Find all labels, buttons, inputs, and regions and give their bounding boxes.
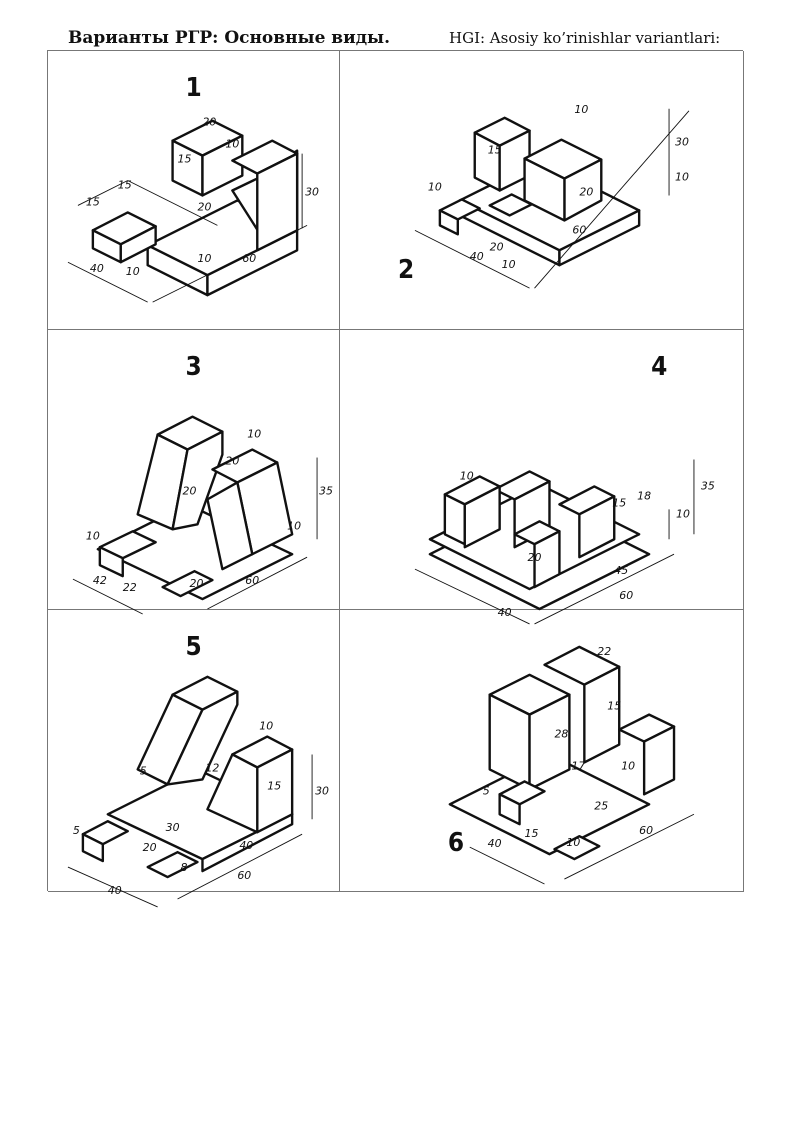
variant-4-number: 4 xyxy=(651,352,667,382)
variant-3-dim: 42 xyxy=(93,574,107,587)
variant-2-dim: 10 xyxy=(428,180,442,193)
variant-1-drawing: 1 20 10 15 15 15 20 30 40 1 xyxy=(67,73,319,303)
variant-1-dim: 10 xyxy=(225,138,239,151)
variant-6-dim: 40 xyxy=(488,837,502,850)
variant-3-dim: 10 xyxy=(86,529,100,542)
variant-1-cell: 1 20 10 15 15 15 20 30 40 1 xyxy=(48,51,340,330)
variant-1-dim: 15 xyxy=(118,179,132,192)
variant-4-dim: 20 xyxy=(528,551,542,564)
variant-5-dim: 15 xyxy=(267,779,281,792)
variant-3-dim: 10 xyxy=(247,428,261,441)
variant-1-dim: 15 xyxy=(178,153,192,166)
variant-6-dim: 5 xyxy=(483,784,490,797)
variant-1-dim: 30 xyxy=(305,185,319,198)
variant-2-dim: 20 xyxy=(579,185,593,198)
variant-2-dim: 10 xyxy=(574,103,588,116)
variant-5-dim: 30 xyxy=(166,821,180,834)
variant-3-dim: 10 xyxy=(287,519,301,532)
variant-6-dim: 10 xyxy=(566,836,580,849)
variant-3-dim: 22 xyxy=(123,581,137,594)
variant-3-dim: 20 xyxy=(183,484,197,497)
variant-2-cell: 2 10 15 30 10 10 20 60 20 40 10 xyxy=(340,51,744,330)
variant-2-dim: 30 xyxy=(675,136,689,149)
variant-3-dim: 60 xyxy=(245,574,259,587)
variant-5-dim: 30 xyxy=(315,784,329,797)
variant-5-dim: 5 xyxy=(140,764,147,777)
variant-3-dim: 20 xyxy=(190,577,204,590)
variant-4-dim: 10 xyxy=(460,469,474,482)
variant-6-cell: 6 22 15 28 17 10 5 25 15 40 10 60 xyxy=(340,610,744,892)
variant-6-dim: 10 xyxy=(621,759,635,772)
variants-grid: 1 20 10 15 15 15 20 30 40 1 xyxy=(47,50,744,908)
variant-6-dim: 22 xyxy=(597,645,611,658)
variant-6-dim: 25 xyxy=(594,799,608,812)
variant-3-cell: 3 10 20 20 35 10 10 42 22 20 60 xyxy=(48,330,340,615)
variant-2-dim: 20 xyxy=(490,240,504,253)
variant-3-drawing: 3 10 20 20 35 10 10 42 22 20 60 xyxy=(72,352,333,615)
variant-5-dim: 8 xyxy=(181,861,188,874)
variant-6-dim: 28 xyxy=(554,728,568,741)
variant-2-dim: 60 xyxy=(572,223,586,236)
variant-2-drawing: 2 10 15 30 10 10 20 60 20 40 10 xyxy=(398,103,690,289)
variant-5-drawing: 5 10 5 12 15 30 5 30 20 40 40 8 xyxy=(67,632,329,908)
variant-6-dim: 60 xyxy=(639,824,653,837)
variant-1-number: 1 xyxy=(186,73,202,103)
variant-5-dim: 60 xyxy=(237,869,251,882)
variant-2-dim: 40 xyxy=(470,250,484,263)
variant-5-dim: 12 xyxy=(205,761,219,774)
variant-6-dim: 15 xyxy=(607,700,621,713)
variant-1-dim: 40 xyxy=(90,262,104,275)
variant-4-dim: 60 xyxy=(619,589,633,602)
variant-3-number: 3 xyxy=(186,352,202,382)
variant-4-dim: 18 xyxy=(637,489,651,502)
variant-1-dim: 15 xyxy=(86,195,100,208)
variant-2-dim: 10 xyxy=(675,171,689,184)
variant-2-dim: 15 xyxy=(488,144,502,157)
page-title-uz: HGI: Asosiy ko’rinishlar variantlari: xyxy=(449,29,721,47)
variant-1-dim: 20 xyxy=(197,200,211,213)
variant-2-dim: 10 xyxy=(502,258,516,271)
variant-4-dim: 45 xyxy=(614,564,628,577)
variant-5-dim: 10 xyxy=(259,720,273,733)
variant-4-drawing: 4 10 15 18 35 10 20 45 40 60 xyxy=(414,352,715,625)
variant-5-dim: 40 xyxy=(239,839,253,852)
variant-1-dim: 20 xyxy=(202,116,216,129)
variant-6-dim: 17 xyxy=(571,759,585,772)
variant-4-cell: 4 10 15 18 35 10 20 45 40 60 xyxy=(340,330,744,625)
variant-4-dim: 10 xyxy=(676,507,690,520)
variant-4-dim: 40 xyxy=(498,606,512,619)
variant-5-dim: 40 xyxy=(108,884,122,897)
variant-1-dim: 10 xyxy=(197,252,211,265)
variant-4-dim: 15 xyxy=(612,496,626,509)
variant-1-dim: 10 xyxy=(126,265,140,278)
variant-6-dim: 15 xyxy=(525,827,539,840)
variant-6-drawing: 6 22 15 28 17 10 5 25 15 40 10 60 xyxy=(448,645,695,885)
variant-4-dim: 35 xyxy=(701,479,715,492)
variant-5-dim: 20 xyxy=(143,841,157,854)
variant-3-dim: 20 xyxy=(225,455,239,468)
variant-5-number: 5 xyxy=(186,632,202,662)
variant-1-dim: 60 xyxy=(242,252,256,265)
variant-3-dim: 35 xyxy=(319,484,333,497)
variant-6-number: 6 xyxy=(448,828,464,858)
variant-5-cell: 5 10 5 12 15 30 5 30 20 40 40 8 xyxy=(48,610,340,908)
variant-5-dim: 5 xyxy=(73,824,80,837)
variant-2-number: 2 xyxy=(398,255,414,285)
page-title-ru: Варианты РГР: Основные виды. xyxy=(68,28,391,48)
